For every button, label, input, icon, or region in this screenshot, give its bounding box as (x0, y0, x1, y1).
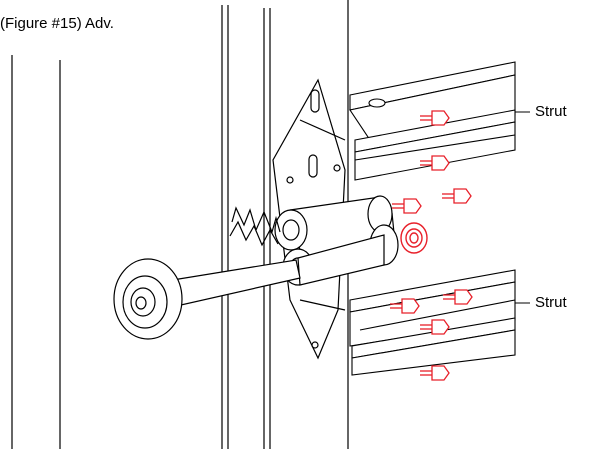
label-leaders (515, 111, 530, 304)
upper-strut (349, 61, 516, 181)
lower-strut-bolt (390, 289, 473, 381)
red-washer (400, 222, 428, 254)
figure-caption: (Figure #15) Adv. (0, 15, 114, 32)
strut-label-lower: Strut (535, 294, 567, 311)
lower-strut (349, 269, 516, 376)
spring-clip (229, 206, 281, 247)
track-roller (113, 258, 301, 340)
strut-label-upper: Strut (535, 103, 567, 120)
upper-strut-bolt (392, 110, 472, 214)
